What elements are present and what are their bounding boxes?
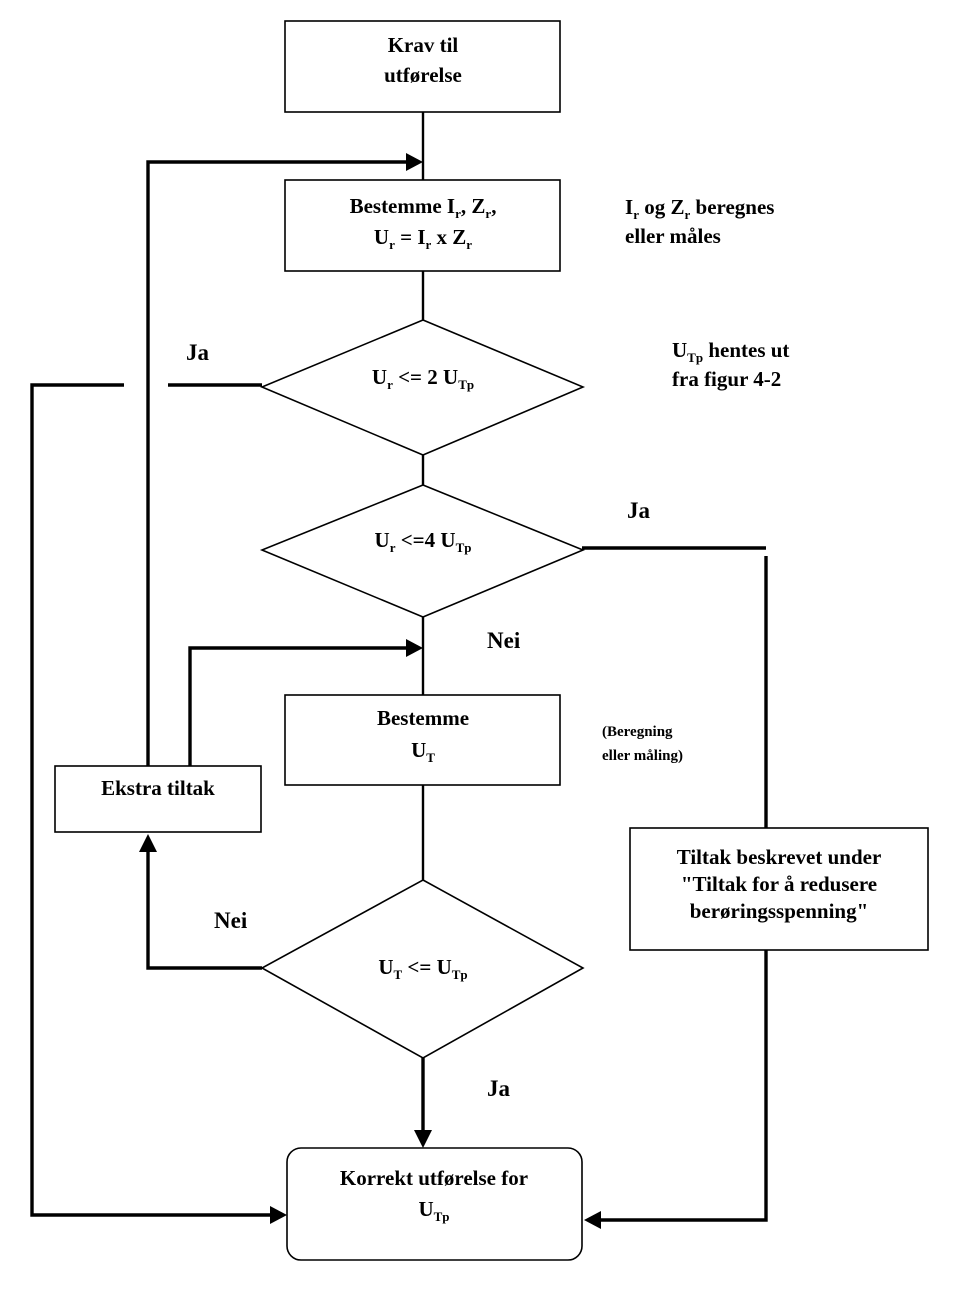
edge-ekstra-to-bestemme-ut (188, 646, 408, 766)
node-tiltak: Tiltak beskrevet under "Tiltak for å red… (629, 827, 929, 951)
decision-3-label: UT <= UTp (378, 955, 467, 982)
edge-label-nei-dec3: Nei (214, 908, 248, 933)
node-bestemme-ut-line1: Bestemme (377, 706, 469, 730)
decision-2: Ur <=4 UTp (259, 484, 586, 618)
node-bestemme-i-line1: Bestemme Ir, Zr, (350, 194, 497, 221)
edge-label-ja-dec2: Ja (627, 498, 651, 523)
arrowhead-up (139, 834, 157, 852)
node-krav-line1: Krav til (388, 33, 459, 57)
edge-label-nei-dec2: Nei (487, 628, 521, 653)
arrowhead-left (584, 1211, 601, 1229)
edge-label-ja-dec3: Ja (487, 1076, 511, 1101)
node-korrekt: Korrekt utførelse for UTp (286, 1147, 583, 1261)
note-beregning-line1: (Beregning (602, 724, 673, 740)
note-ir-zr-line2: eller måles (625, 224, 721, 248)
node-bestemme-i-line2: Ur = Ir x Zr (374, 225, 472, 252)
note-beregning: (Beregning eller måling) (602, 724, 683, 764)
node-tiltak-line3: berøringsspenning" (690, 899, 869, 923)
node-bestemme-ut-line2: UT (411, 738, 435, 765)
edge-ekstra-to-bestemme-i (146, 160, 408, 766)
connectors (30, 112, 768, 1229)
note-utp: UTp hentes ut fra figur 4-2 (672, 338, 789, 391)
node-tiltak-line2: "Tiltak for å redusere (681, 872, 877, 896)
node-ekstra-tiltak: Ekstra tiltak (54, 765, 262, 833)
note-ir-zr: Ir og Zr beregnes eller måles (625, 195, 774, 248)
edge-dec1-ja-path (30, 383, 272, 1217)
edge-label-ja-dec1: Ja (186, 340, 210, 365)
arrowhead-right (406, 639, 423, 657)
node-korrekt-line2: UTp (418, 1197, 449, 1224)
node-krav: Krav til utførelse (284, 20, 561, 113)
decision-1: Ur <= 2 UTp (259, 319, 586, 456)
node-ekstra-tiltak-label: Ekstra tiltak (101, 776, 215, 800)
node-krav-line2: utførelse (384, 63, 462, 87)
decision-1-label: Ur <= 2 UTp (372, 365, 474, 392)
node-bestemme-ut: Bestemme UT (284, 694, 561, 786)
note-utp-line2: fra figur 4-2 (672, 367, 781, 391)
note-utp-line1: UTp hentes ut (672, 338, 789, 365)
arrowhead-right (406, 153, 423, 171)
decision-3: UT <= UTp (260, 879, 585, 1059)
note-beregning-line2: eller måling) (602, 748, 683, 764)
edge-tiltak-to-korrekt (600, 950, 768, 1222)
note-ir-zr-line1: Ir og Zr beregnes (625, 195, 774, 222)
node-tiltak-line1: Tiltak beskrevet under (677, 845, 882, 869)
decision-2-label: Ur <=4 UTp (375, 528, 472, 555)
arrowhead-right (270, 1206, 287, 1224)
node-bestemme-i: Bestemme Ir, Zr, Ur = Ir x Zr (284, 179, 561, 272)
node-korrekt-line1: Korrekt utførelse for (340, 1166, 528, 1190)
edge-dec3-nei (146, 850, 262, 970)
arrowhead-down (414, 1130, 432, 1148)
